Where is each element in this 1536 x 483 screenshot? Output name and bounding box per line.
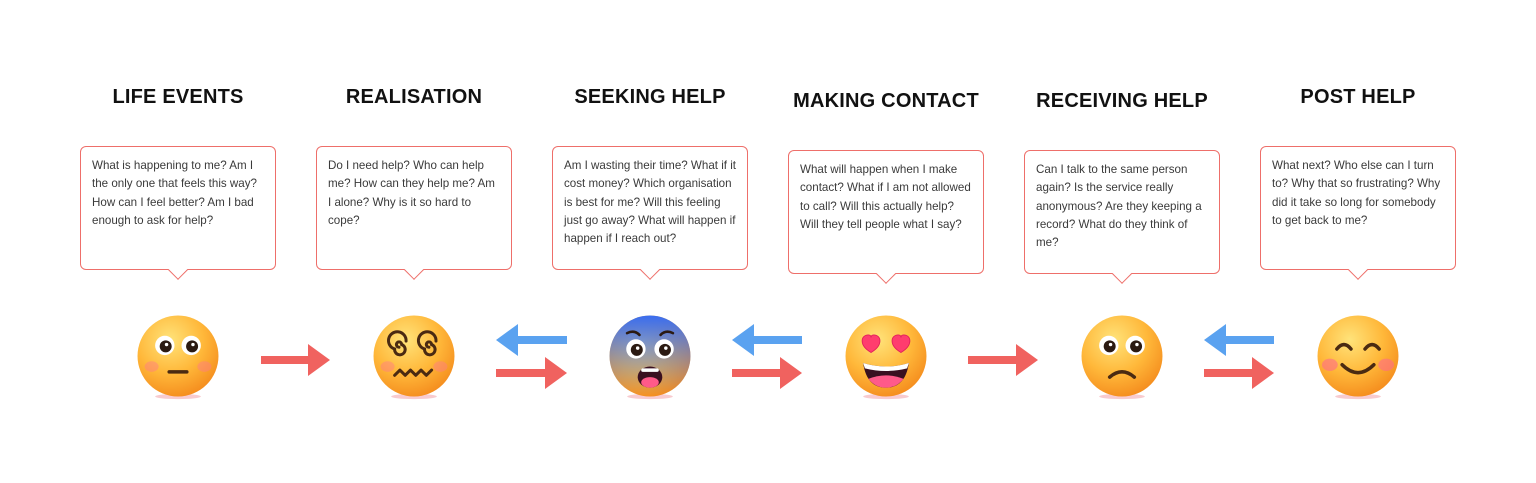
speech-bubble: What will happen when I make contact? Wh… <box>788 150 984 284</box>
speech-bubble-text: What is happening to me? Am I the only o… <box>92 159 257 227</box>
speech-bubble-text: Am I wasting their time? What if it cost… <box>564 159 737 246</box>
speech-bubble: Do I need help? Who can help me? How can… <box>316 146 512 280</box>
speech-bubble-text: Can I talk to the same person again? Is … <box>1036 163 1202 250</box>
stage-title: RECEIVING HELP <box>1036 90 1208 112</box>
speech-bubble-text: What will happen when I make contact? Wh… <box>800 163 971 231</box>
speech-bubble: Can I talk to the same person again? Is … <box>1024 150 1220 284</box>
stage: MAKING CONTACT What will happen when I ma… <box>768 0 1004 483</box>
stage-title: REALISATION <box>345 86 483 108</box>
stage-title: SEEKING HELP <box>574 86 726 108</box>
smiling-face-icon <box>1317 315 1399 400</box>
slightly-frowning-face-icon <box>1081 315 1163 400</box>
speech-bubble-text: What next? Who else can I turn to? Why t… <box>1272 159 1441 227</box>
speech-bubble-text: Do I need help? Who can help me? How can… <box>328 159 495 227</box>
heart-eyes-face-icon <box>845 315 927 400</box>
stage: REALISATION Do I need help? Who can help … <box>296 0 532 483</box>
stage-title: POST HELP <box>1300 86 1416 108</box>
speech-bubble: What next? Who else can I turn to? Why t… <box>1260 146 1456 280</box>
neutral-face-icon <box>137 315 219 400</box>
stage: SEEKING HELP Am I wasting their time? Wha… <box>532 0 768 483</box>
stage-title: LIFE EVENTS <box>112 86 244 108</box>
stage: RECEIVING HELP Can I talk to the same per… <box>1004 0 1240 483</box>
dizzy-face-icon <box>373 315 455 400</box>
stage: POST HELP What next? Who else can I turn … <box>1240 0 1476 483</box>
stage-title: MAKING CONTACT <box>793 90 979 112</box>
speech-bubble: Am I wasting their time? What if it cost… <box>552 146 748 280</box>
anxious-face-icon <box>609 315 691 400</box>
stage: LIFE EVENTS What is happening to me? Am I… <box>60 0 296 483</box>
speech-bubble: What is happening to me? Am I the only o… <box>80 146 276 280</box>
